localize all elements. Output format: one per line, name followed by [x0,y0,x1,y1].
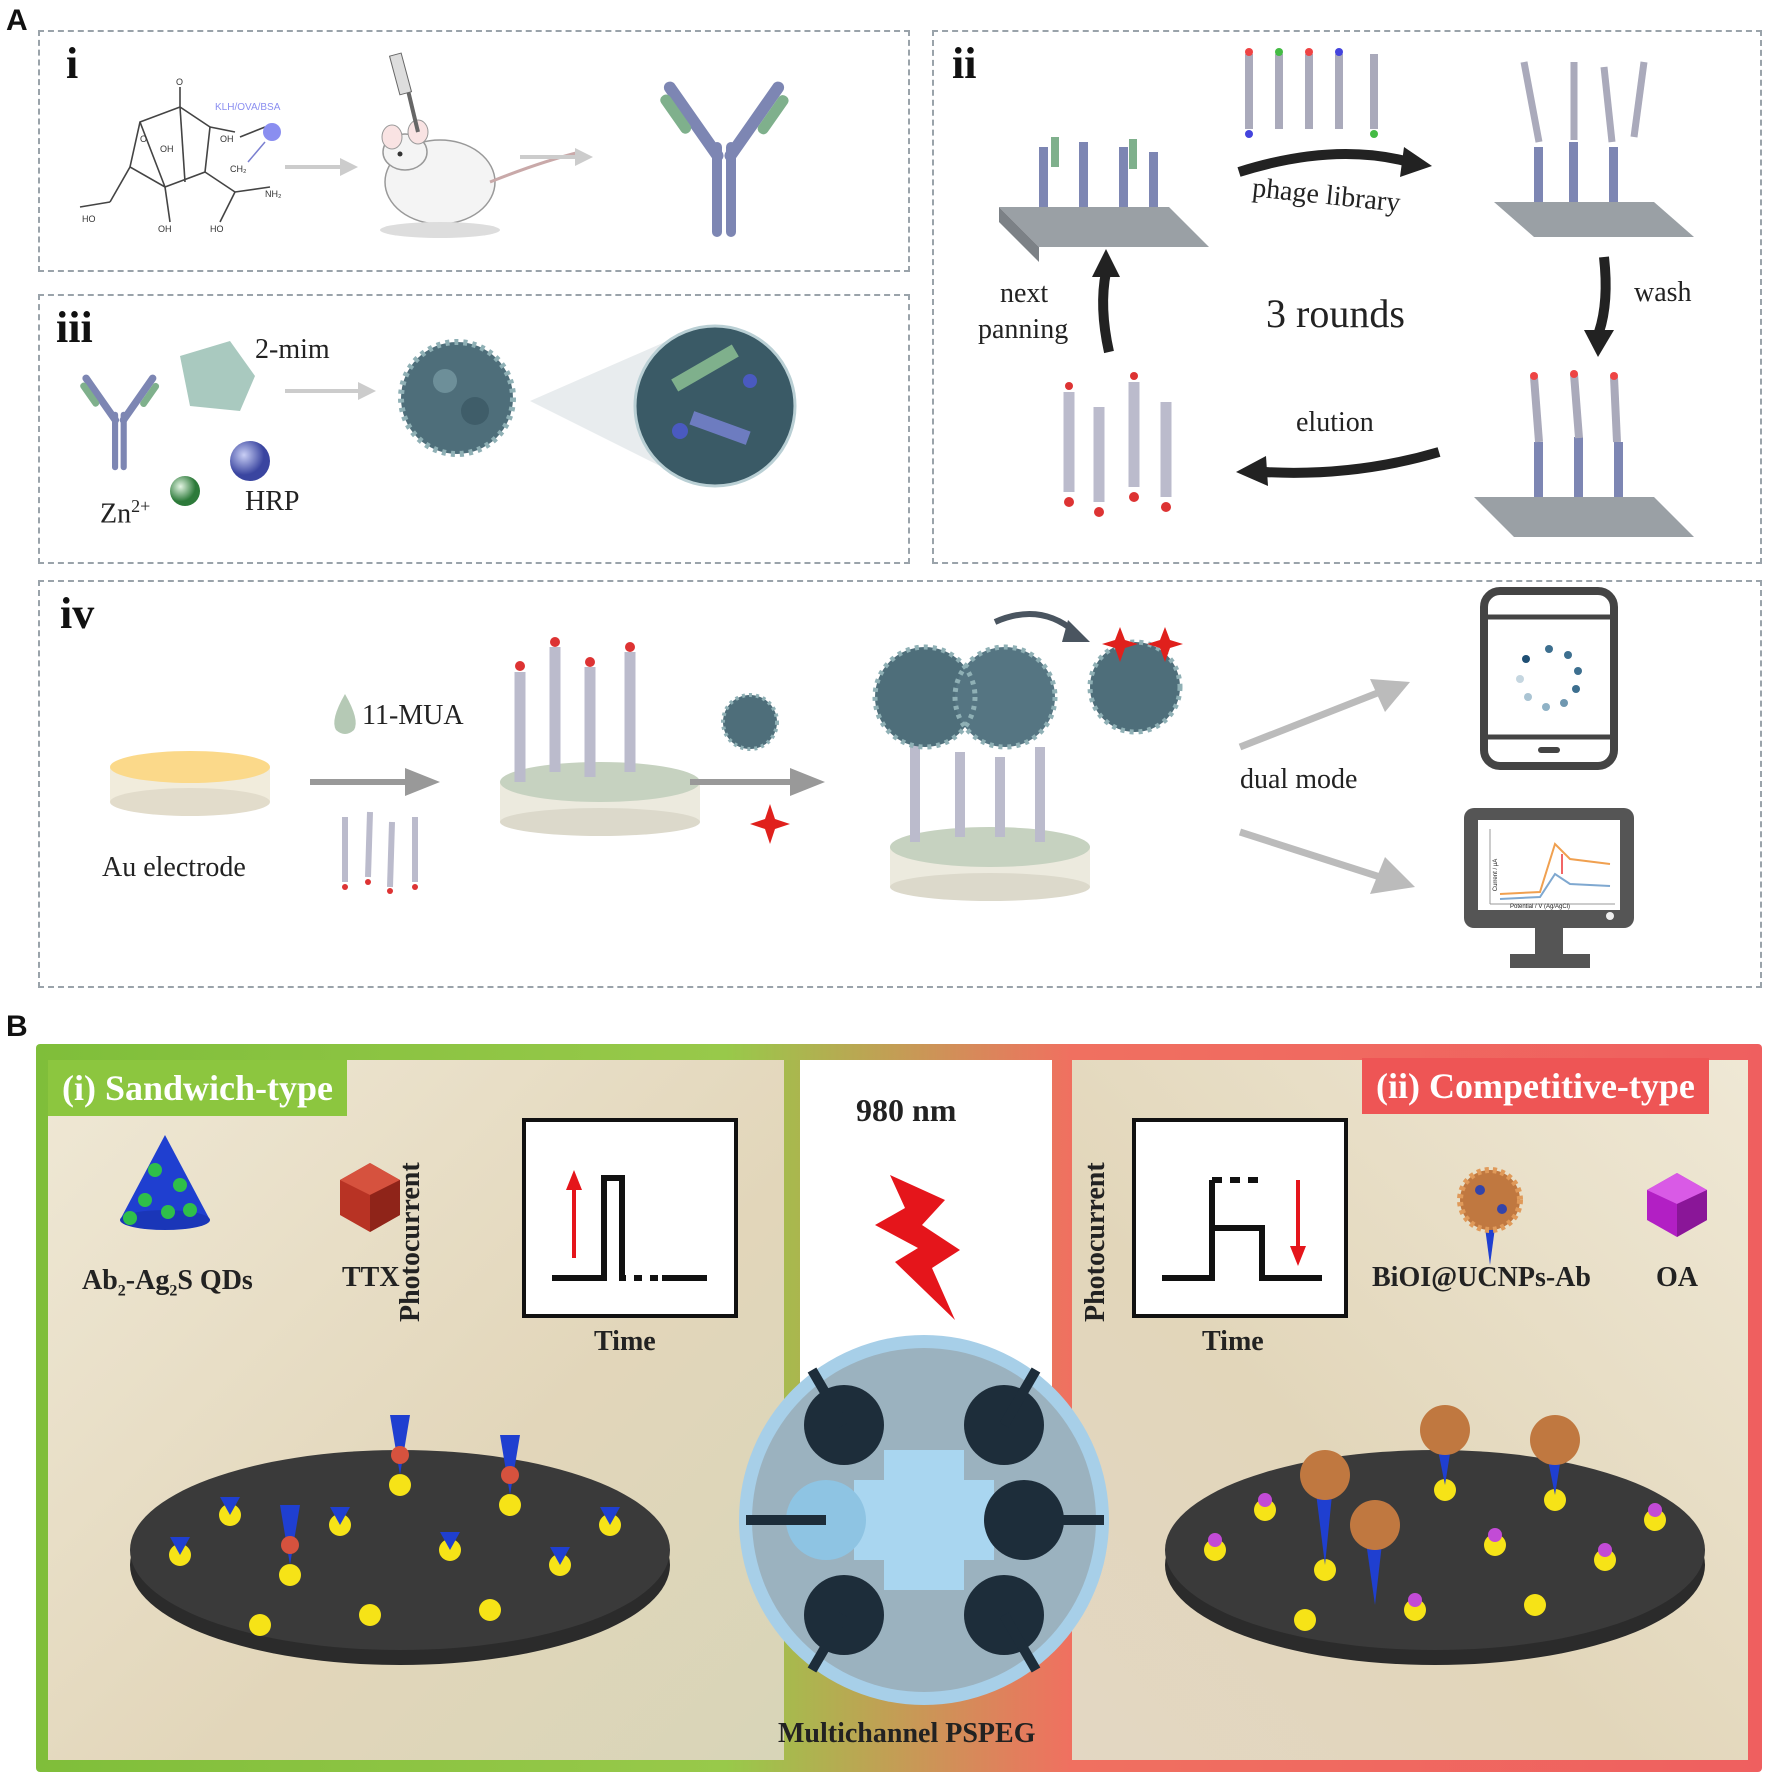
competitive-electrode-disc [1165,1405,1705,1665]
ab2-ag2s-qd-label: Ab2-Ag2S QDs [82,1265,253,1300]
au-electrode-label: Au electrode [102,852,246,883]
multichannel-device-icon [739,1335,1109,1705]
panel-i: i OH HO OH HO NH₂ CH₂ OH O O KLH/OVA/BSA [38,30,910,272]
lightning-icon [875,1175,960,1320]
panel-a-letter: A [6,4,28,37]
arrow-icon [520,148,593,166]
ttx-structure-icon: OH HO OH HO NH₂ CH₂ OH O O [79,77,282,234]
panel-iv: iv Au electrode 11-MUA dual mode Current… [38,580,1762,988]
time-axis-label: Time [594,1326,656,1357]
microplate-bound-icon [1474,370,1694,537]
arrow-icon [690,768,825,796]
device-label: Multichannel PSPEG [778,1718,1036,1749]
svg-text:O: O [140,134,147,144]
bioi-ucnps-ab-label: BiOI@UCNPs-Ab [1372,1262,1591,1293]
panel-iii-numeral: iii [56,303,93,352]
zoom-detail-icon [633,324,797,488]
arrow-icon [285,382,376,400]
panel-i-numeral: i [66,39,79,88]
svg-text:HO: HO [82,214,96,224]
au-electrode-icon [110,751,270,816]
toxin-star-icon [750,804,790,844]
hapten-label: KLH/OVA/BSA [215,102,281,113]
ttx-label: TTX [342,1262,400,1293]
sandwich-electrode-disc [130,1415,670,1665]
ab2-ag2s-qd-icon [120,1135,210,1230]
bioi-ucnps-ab-icon [1457,1167,1523,1265]
svg-text:NH₂: NH₂ [265,189,282,199]
photocurrent-axis-label: Photocurrent [1080,1162,1111,1322]
zif-sheet-icon [180,341,255,411]
wash-label: wash [1634,277,1692,308]
microplate-bound-icon [1494,61,1694,237]
arrow-icon [1238,679,1410,751]
arrow-icon [1092,249,1120,354]
phage-library-icon [1245,48,1378,138]
electrode-nanoflower-icon [872,644,1090,901]
svg-text:O: O [176,77,183,87]
panel-iv-numeral: iv [60,589,95,638]
photocurrent-increase-graph [522,1118,738,1318]
monitor-icon [1464,808,1634,968]
arrow-icon [1237,147,1432,177]
smartphone-icon [1480,587,1618,770]
electrode-phage-icon [500,637,700,836]
elution-label: elution [1296,407,1374,438]
photocurrent-axis-label: Photocurrent [395,1162,426,1322]
next-panning-label-1: next [1000,278,1049,309]
zn-sphere-icon [170,476,200,506]
eluted-phages-icon [1063,372,1172,517]
arrow-icon [1236,447,1441,486]
zn-label: Zn2+ [100,496,151,530]
plot-xlabel: Potential / V (Ag/AgCl) [1510,904,1571,910]
photocurrent-decrease-graph [1132,1118,1348,1318]
panel-iii: iii 2-mim Zn2+ HRP [38,294,910,564]
arrow-icon [310,768,440,796]
hrp-label: HRP [245,486,300,517]
wavelength-label: 980 nm [856,1092,957,1128]
arrow-icon [1238,828,1415,894]
mua-label: 11-MUA [362,700,464,731]
next-panning-label-2: panning [978,314,1069,345]
sandwich-title: (i) Sandwich-type [48,1060,348,1116]
competitive-title: (ii) Competitive-type [1362,1058,1709,1114]
time-axis-label: Time [1202,1326,1264,1357]
dual-mode-label: dual mode [1240,764,1358,795]
svg-text:OH: OH [158,224,172,234]
panel-b-letter: B [6,1010,28,1043]
mouse-icon [380,52,581,238]
ttx-crystal-icon [340,1163,400,1232]
panel-ii-numeral: ii [952,39,977,88]
svg-text:HO: HO [210,224,224,234]
svg-text:CH₂: CH₂ [230,164,247,174]
droplet-icon [334,694,356,734]
antibody-icon [80,374,160,471]
panel-ii: ii phage library wash 3 rounds next pann… [932,30,1762,564]
oa-crystal-icon [1647,1173,1707,1237]
svg-text:OH: OH [160,144,174,154]
microplate-antibody-icon [999,137,1209,262]
nanoflower-icon [721,693,779,751]
svg-text:OH: OH [220,134,234,144]
oa-label: OA [1656,1262,1698,1293]
plot-ylabel: Current / μA [1493,858,1500,892]
mim-label: 2-mim [255,334,330,365]
arrow-icon [1584,256,1614,357]
arrow-icon [285,158,358,176]
hrp-sphere-icon [230,441,270,481]
released-nanoflower-icon [1087,627,1183,735]
curved-arrow-icon [993,611,1090,642]
phage-probes-icon [342,811,418,894]
nanoflower-icon [398,339,516,457]
rounds-label: 3 rounds [1266,291,1405,336]
antibody-icon [660,81,789,237]
